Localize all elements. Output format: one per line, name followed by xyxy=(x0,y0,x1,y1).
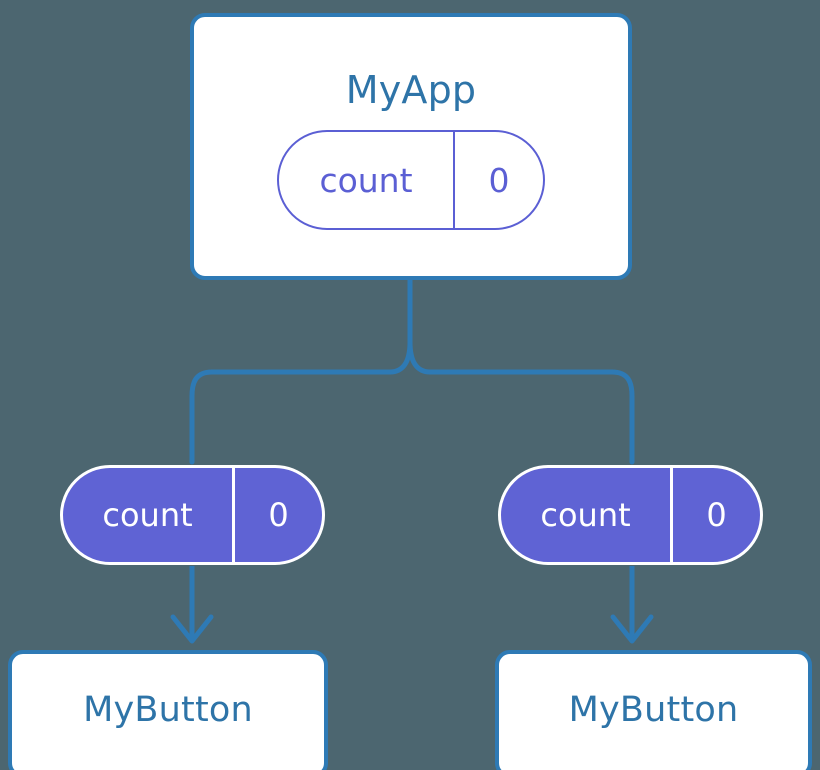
state-pill-key: count xyxy=(279,132,455,228)
prop-pill-right-count[interactable]: count 0 xyxy=(498,465,763,565)
component-label-mybutton: MyButton xyxy=(83,690,253,730)
prop-pill-key: count xyxy=(501,468,673,562)
connector-app-to-right-prop xyxy=(407,339,635,465)
prop-pill-key: count xyxy=(63,468,235,562)
prop-pill-value: 0 xyxy=(268,496,289,534)
prop-pill-left-count[interactable]: count 0 xyxy=(60,465,325,565)
component-label-mybutton: MyButton xyxy=(568,690,739,730)
component-box-mybutton-left[interactable]: MyButton xyxy=(8,650,328,770)
component-label-myapp: MyApp xyxy=(345,68,477,112)
prop-pill-value: 0 xyxy=(706,496,727,534)
state-pill-value: 0 xyxy=(488,160,510,200)
component-box-mybutton-right[interactable]: MyButton xyxy=(495,650,812,770)
connector-app-to-left-prop xyxy=(189,277,413,465)
arrow-head-left-icon xyxy=(170,614,214,644)
arrow-head-right-icon xyxy=(610,614,654,644)
component-box-myapp[interactable]: MyApp xyxy=(190,13,632,280)
state-pill-myapp-count[interactable]: count 0 xyxy=(277,130,545,230)
